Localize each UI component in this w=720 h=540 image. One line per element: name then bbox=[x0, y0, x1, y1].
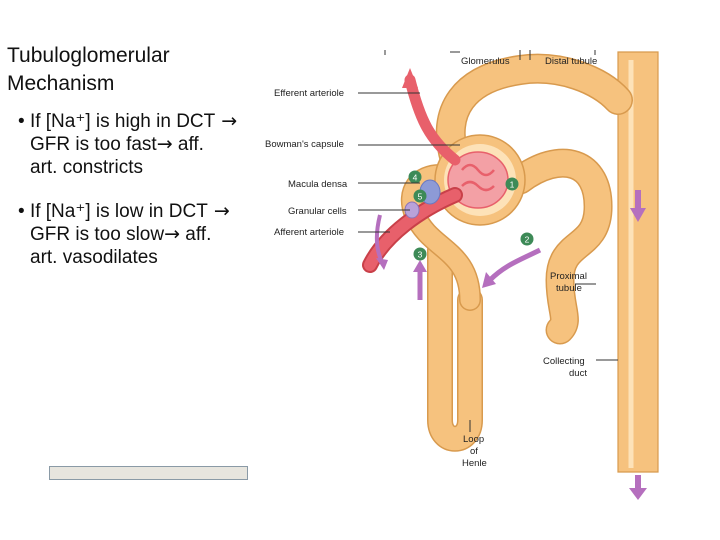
arrow-right-icon: → bbox=[215, 110, 238, 132]
step-marker-5: 5 bbox=[413, 189, 427, 203]
empty-caption-box bbox=[49, 466, 248, 480]
label-proximal-tubule-line2: tubule bbox=[556, 283, 582, 294]
arrow-right-icon: → bbox=[207, 200, 230, 222]
label-loop-line1: Loop bbox=[463, 434, 484, 445]
bullet-text: aff. bbox=[180, 224, 212, 245]
distal-tubule bbox=[435, 53, 633, 175]
arrow-right-icon: → bbox=[156, 133, 173, 155]
arrow-right-icon: → bbox=[164, 223, 181, 245]
label-bowmans-capsule: Bowman's capsule bbox=[265, 139, 344, 150]
svg-text:2: 2 bbox=[525, 235, 530, 245]
label-glomerulus: Glomerulus bbox=[461, 56, 510, 67]
label-distal-tubule: Distal tubule bbox=[545, 56, 597, 67]
label-granular-cells: Granular cells bbox=[288, 206, 347, 217]
svg-text:4: 4 bbox=[413, 173, 418, 183]
step-marker-2: 2 bbox=[520, 232, 534, 246]
collecting-duct bbox=[617, 51, 659, 473]
step-marker-1: 1 bbox=[505, 177, 519, 191]
title-line-1: Tubuloglomerular bbox=[7, 44, 170, 67]
afferent-arteriole bbox=[362, 179, 463, 273]
label-collecting-duct-line2: duct bbox=[569, 368, 587, 379]
bullet-text: If [Na⁺] is high in DCT bbox=[29, 111, 216, 132]
label-loop-line2: of bbox=[470, 446, 478, 457]
leader-lines bbox=[358, 50, 618, 432]
svg-text:1: 1 bbox=[510, 180, 515, 190]
bullet-text: GFR is too fast bbox=[30, 134, 157, 155]
step-marker-4: 4 bbox=[408, 170, 422, 184]
label-efferent-arteriole: Efferent arteriole bbox=[274, 88, 344, 99]
proximal-tubule bbox=[505, 148, 613, 345]
bullet-text: GFR is too slow bbox=[30, 224, 165, 245]
label-collecting-duct-line1: Collecting bbox=[543, 356, 585, 367]
diagram-labels: Glomerulus Distal tubule Efferent arteri… bbox=[265, 56, 597, 469]
bullet-low-sodium: • If [Na⁺] is low in DCT → GFR is too sl… bbox=[18, 200, 230, 269]
bullet-line: art. vasodilates bbox=[30, 247, 158, 268]
bullet-high-sodium: • If [Na⁺] is high in DCT → GFR is too f… bbox=[18, 110, 237, 179]
slide-title: Tubuloglomerular Mechanism bbox=[7, 42, 170, 98]
glomerulus bbox=[447, 151, 509, 209]
bullet-text: aff. bbox=[172, 134, 204, 155]
bullet-line: • If [Na⁺] is low in DCT → bbox=[18, 200, 230, 222]
step-markers: 1 2 3 4 5 bbox=[408, 170, 534, 261]
title-line-2: Mechanism bbox=[7, 72, 115, 95]
flow-arrows bbox=[374, 190, 647, 500]
label-proximal-tubule-line1: Proximal bbox=[550, 271, 587, 282]
bullet-line: GFR is too slow→ aff. bbox=[18, 223, 230, 246]
label-loop-line3: Henle bbox=[462, 458, 487, 469]
efferent-arteriole bbox=[402, 68, 461, 166]
label-macula-densa: Macula densa bbox=[288, 179, 348, 190]
label-afferent-arteriole: Afferent arteriole bbox=[274, 227, 344, 238]
svg-text:3: 3 bbox=[418, 250, 423, 260]
bullet-text: If [Na⁺] is low in DCT bbox=[29, 201, 208, 222]
svg-text:5: 5 bbox=[418, 192, 423, 202]
bullet-line: GFR is too fast→ aff. bbox=[18, 133, 237, 156]
bullet-line: art. constricts bbox=[30, 157, 143, 178]
step-marker-3: 3 bbox=[413, 247, 427, 261]
bullet-line: • If [Na⁺] is high in DCT → bbox=[18, 110, 238, 132]
